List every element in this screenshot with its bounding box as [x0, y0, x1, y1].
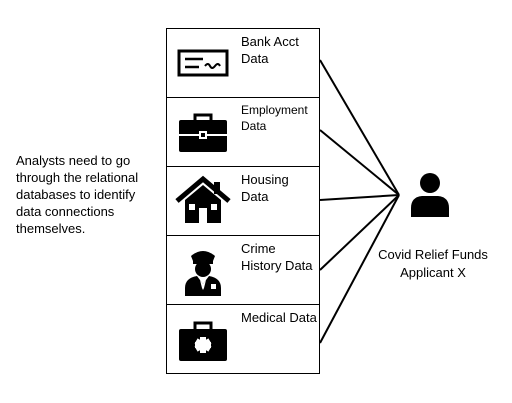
data-source-label: Bank Acct Data	[241, 34, 299, 66]
data-source-label: Housing Data	[241, 172, 289, 204]
data-source-crime: Crime History Data	[167, 236, 319, 305]
connector-bank	[319, 59, 400, 196]
data-source-medical: Medical Data	[167, 305, 319, 374]
house-icon	[175, 175, 231, 227]
connector-crime	[319, 194, 400, 271]
data-source-label: Medical Data	[241, 310, 317, 325]
briefcase-icon	[175, 106, 231, 158]
data-source-label: Employment Data	[241, 103, 308, 133]
analyst-note: Analysts need to go through the relation…	[16, 153, 139, 236]
data-source-label: Crime History Data	[241, 241, 313, 273]
medical-kit-icon	[175, 313, 231, 365]
data-source-housing: Housing Data	[167, 167, 319, 236]
data-source-bank: Bank Acct Data	[167, 29, 319, 98]
applicant-label: Covid Relief Funds Applicant X	[378, 247, 488, 280]
connector-medical	[319, 194, 400, 344]
person-icon	[408, 172, 452, 218]
connector-housing	[319, 194, 400, 201]
connector-employment	[319, 129, 400, 196]
check-icon	[175, 37, 231, 89]
data-sources-stack: Bank Acct Data Employment Data	[166, 28, 320, 374]
police-officer-icon	[175, 244, 231, 296]
data-source-employment: Employment Data	[167, 98, 319, 167]
